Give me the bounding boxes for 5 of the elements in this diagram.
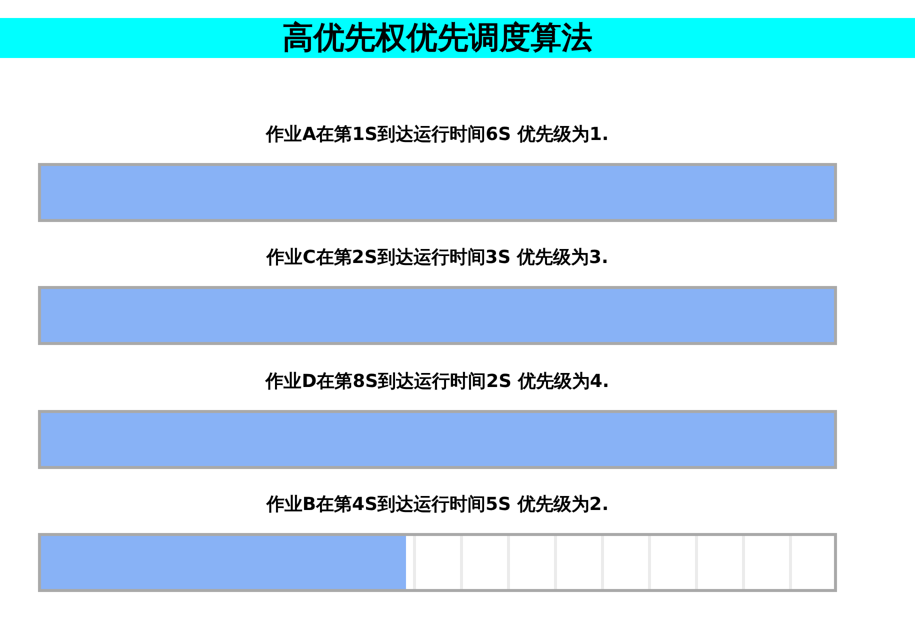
job-label: 作业A在第1S到达运行时间6S 优先级为1. [266, 124, 609, 145]
diagram-title: 高优先权优先调度算法 [282, 19, 592, 58]
job-label: 作业B在第4S到达运行时间5S 优先级为2. [266, 494, 609, 515]
job-label: 作业D在第8S到达运行时间2S 优先级为4. [266, 371, 610, 392]
job-label: 作业C在第2S到达运行时间3S 优先级为3. [266, 247, 608, 268]
